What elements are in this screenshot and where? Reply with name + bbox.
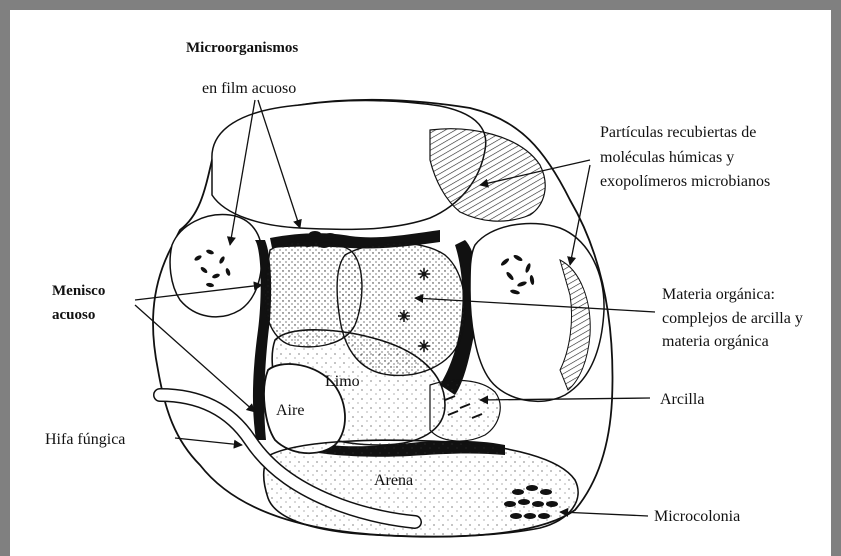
label-arcilla: Arcilla (660, 391, 704, 408)
left-particle (170, 215, 262, 317)
label-limo: Limo (325, 373, 360, 390)
label-materia-2: complejos de arcilla y (662, 310, 803, 327)
label-particulas-2: moléculas húmicas y (600, 149, 734, 166)
label-hifa: Hifa fúngica (45, 431, 125, 448)
label-microcolonia: Microcolonia (654, 508, 740, 525)
label-menisco-1: Menisco (52, 283, 105, 299)
label-arena: Arena (374, 472, 413, 489)
label-materia-3: materia orgánica (662, 333, 769, 350)
label-particulas-3: exopolímeros microbianos (600, 173, 770, 190)
label-aire: Aire (276, 402, 304, 419)
clay-region (430, 380, 500, 441)
label-microorganismos-1: Microorganismos (186, 40, 298, 56)
label-particulas-1: Partículas recubiertas de (600, 124, 756, 141)
label-microorganismos-2: en film acuoso (202, 80, 296, 97)
label-materia-1: Materia orgánica: (662, 286, 775, 303)
label-menisco-2: acuoso (52, 307, 95, 323)
organic-matter-complex (337, 243, 465, 375)
